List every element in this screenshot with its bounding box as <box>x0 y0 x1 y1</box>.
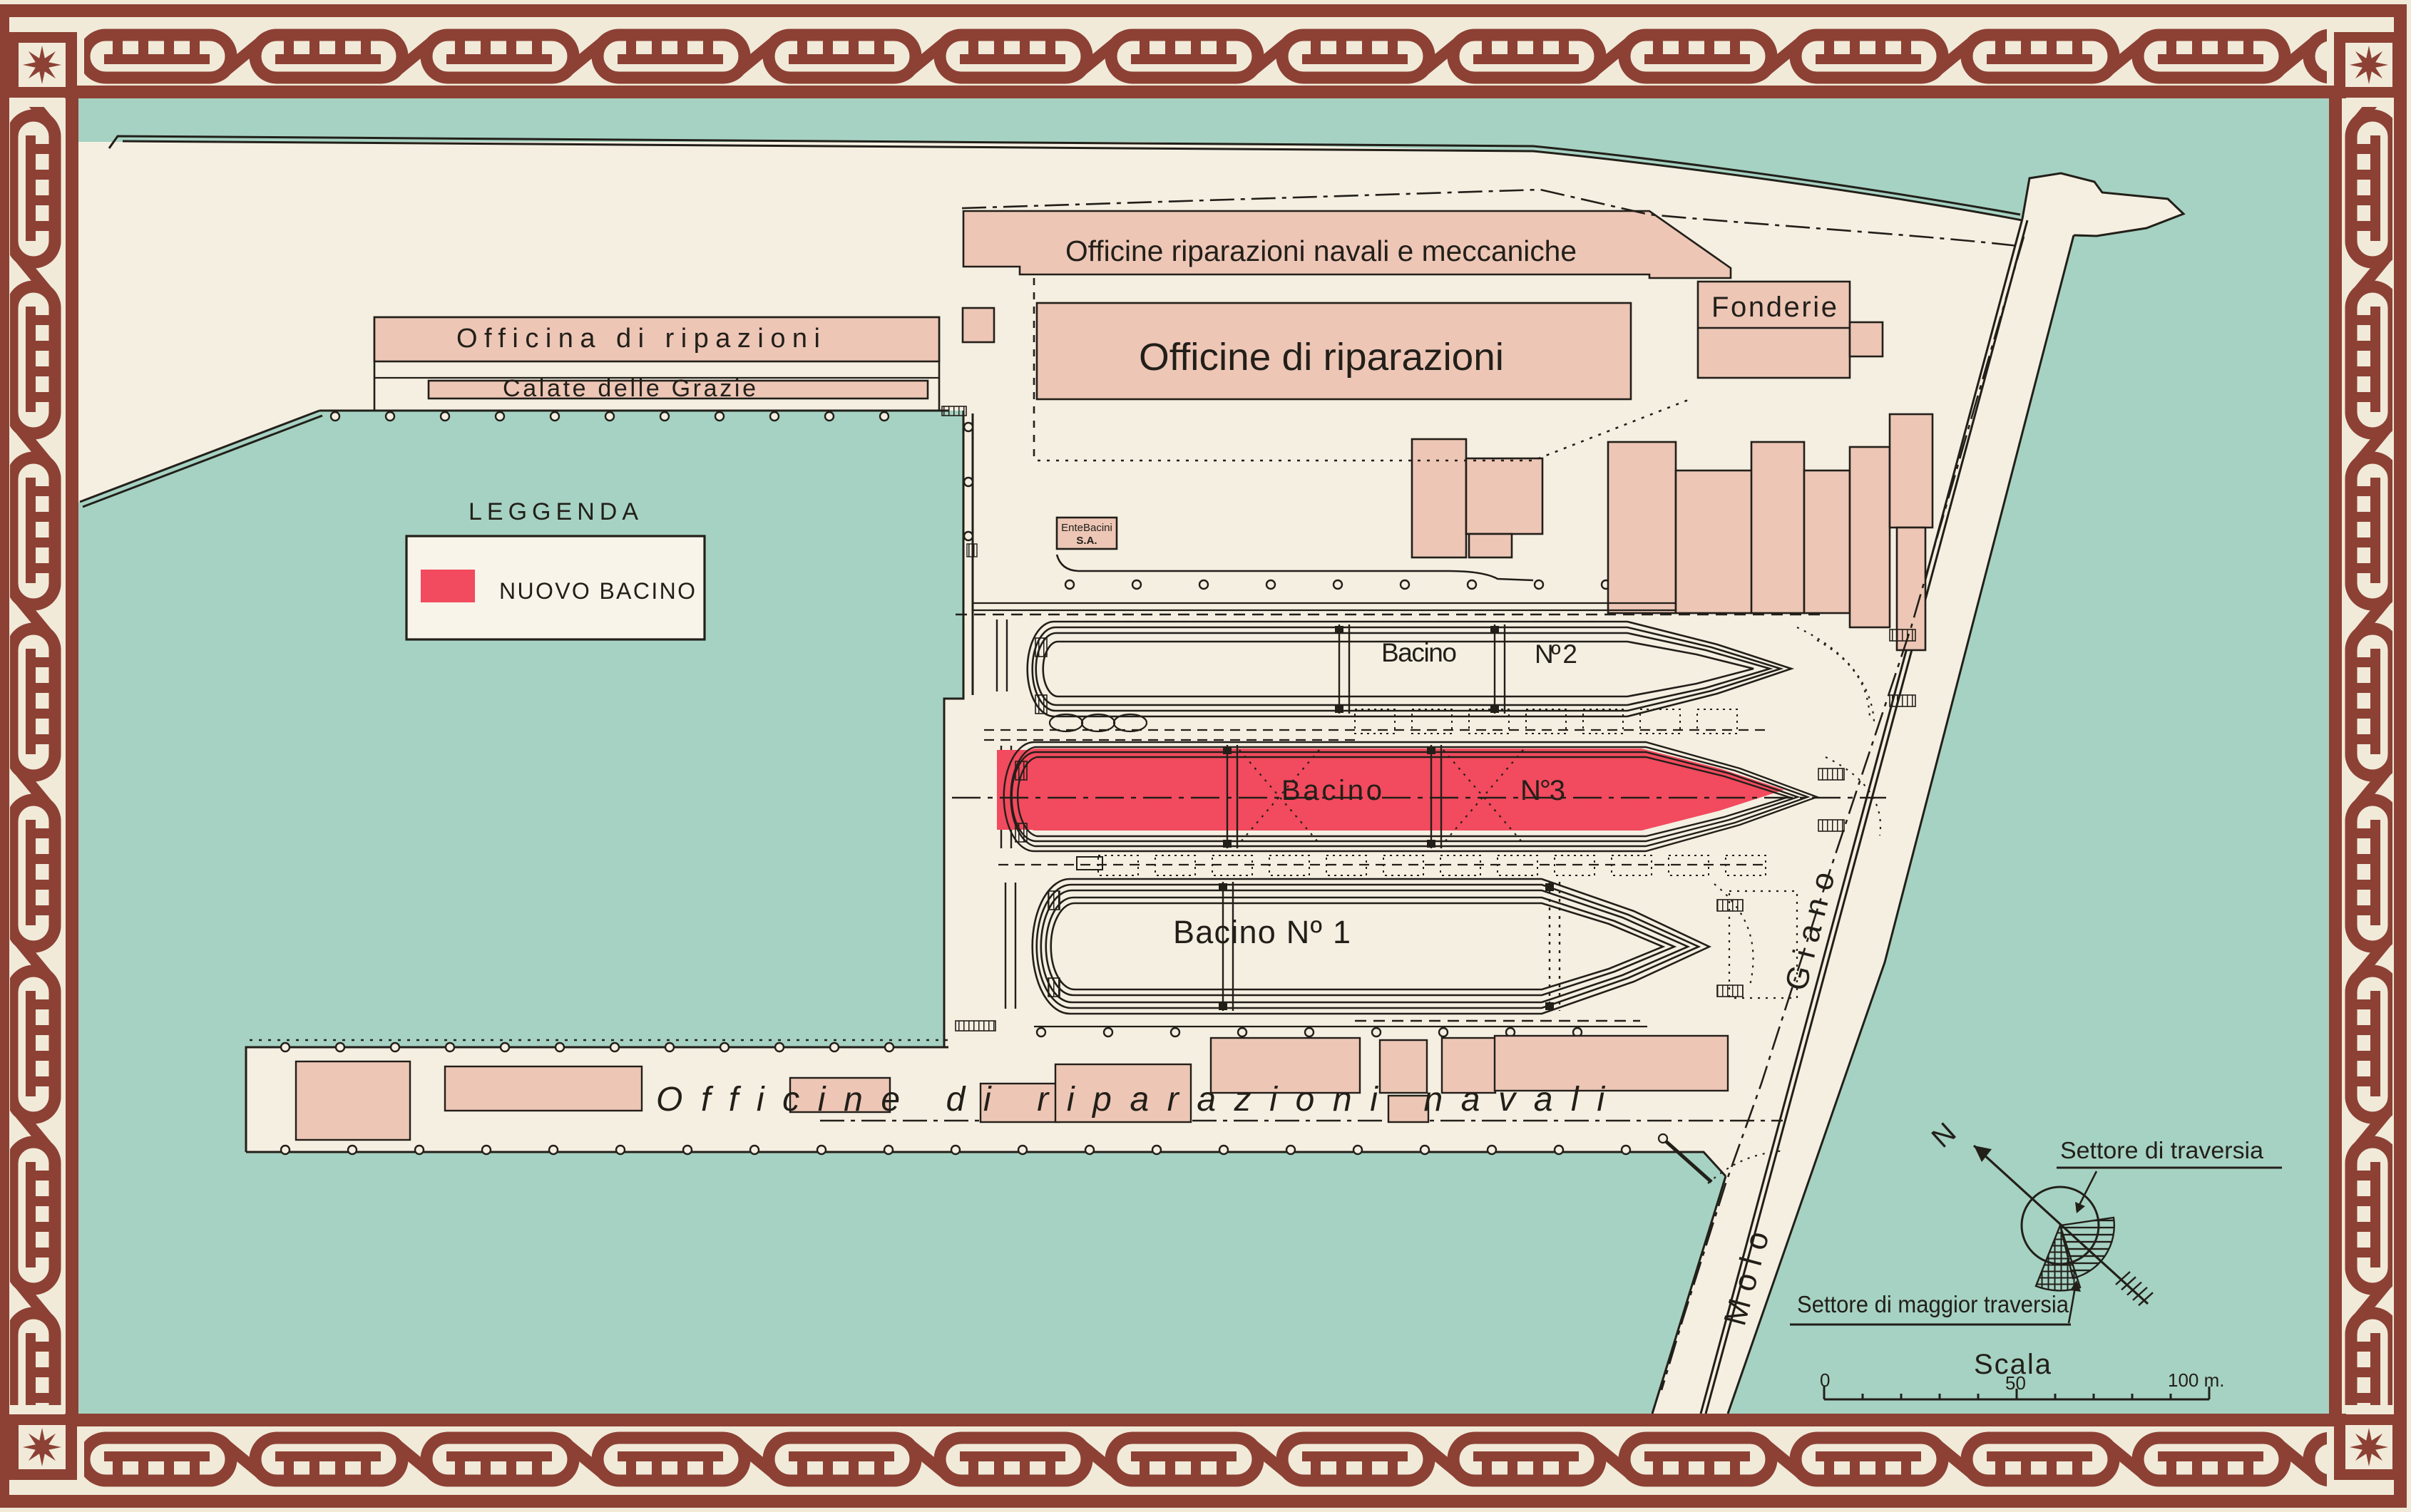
svg-text:Officine di riparazioni navali: Officine di riparazioni navali <box>656 1081 1605 1118</box>
svg-text:Officine di riparazioni: Officine di riparazioni <box>1139 336 1504 379</box>
svg-text:S.A.: S.A. <box>1076 535 1097 547</box>
svg-text:Bacino: Bacino <box>1281 775 1382 806</box>
svg-text:100 m.: 100 m. <box>2168 1369 2225 1391</box>
svg-text:EnteBacini: EnteBacini <box>1061 522 1112 534</box>
svg-text:Scala: Scala <box>1974 1349 2052 1380</box>
svg-text:Officine riparazioni navali e: Officine riparazioni navali e meccaniche <box>1065 235 1577 267</box>
svg-text:50: 50 <box>2005 1372 2026 1394</box>
svg-text:0: 0 <box>1820 1369 1830 1391</box>
svg-text:Settore di maggior traversia: Settore di maggior traversia <box>1797 1291 2069 1317</box>
svg-text:NUOVO BACINO: NUOVO BACINO <box>499 578 695 604</box>
svg-text:Nº 2: Nº 2 <box>1535 639 1577 669</box>
svg-text:Settore di traversia: Settore di traversia <box>2060 1137 2264 1163</box>
svg-text:Fonderie: Fonderie <box>1711 292 1837 323</box>
svg-text:Bacino: Bacino <box>1381 638 1457 667</box>
svg-text:N°3: N°3 <box>1520 775 1565 806</box>
svg-text:Bacino Nº 1: Bacino Nº 1 <box>1173 914 1351 950</box>
svg-text:Officina di ripazioni: Officina di ripazioni <box>456 324 820 354</box>
